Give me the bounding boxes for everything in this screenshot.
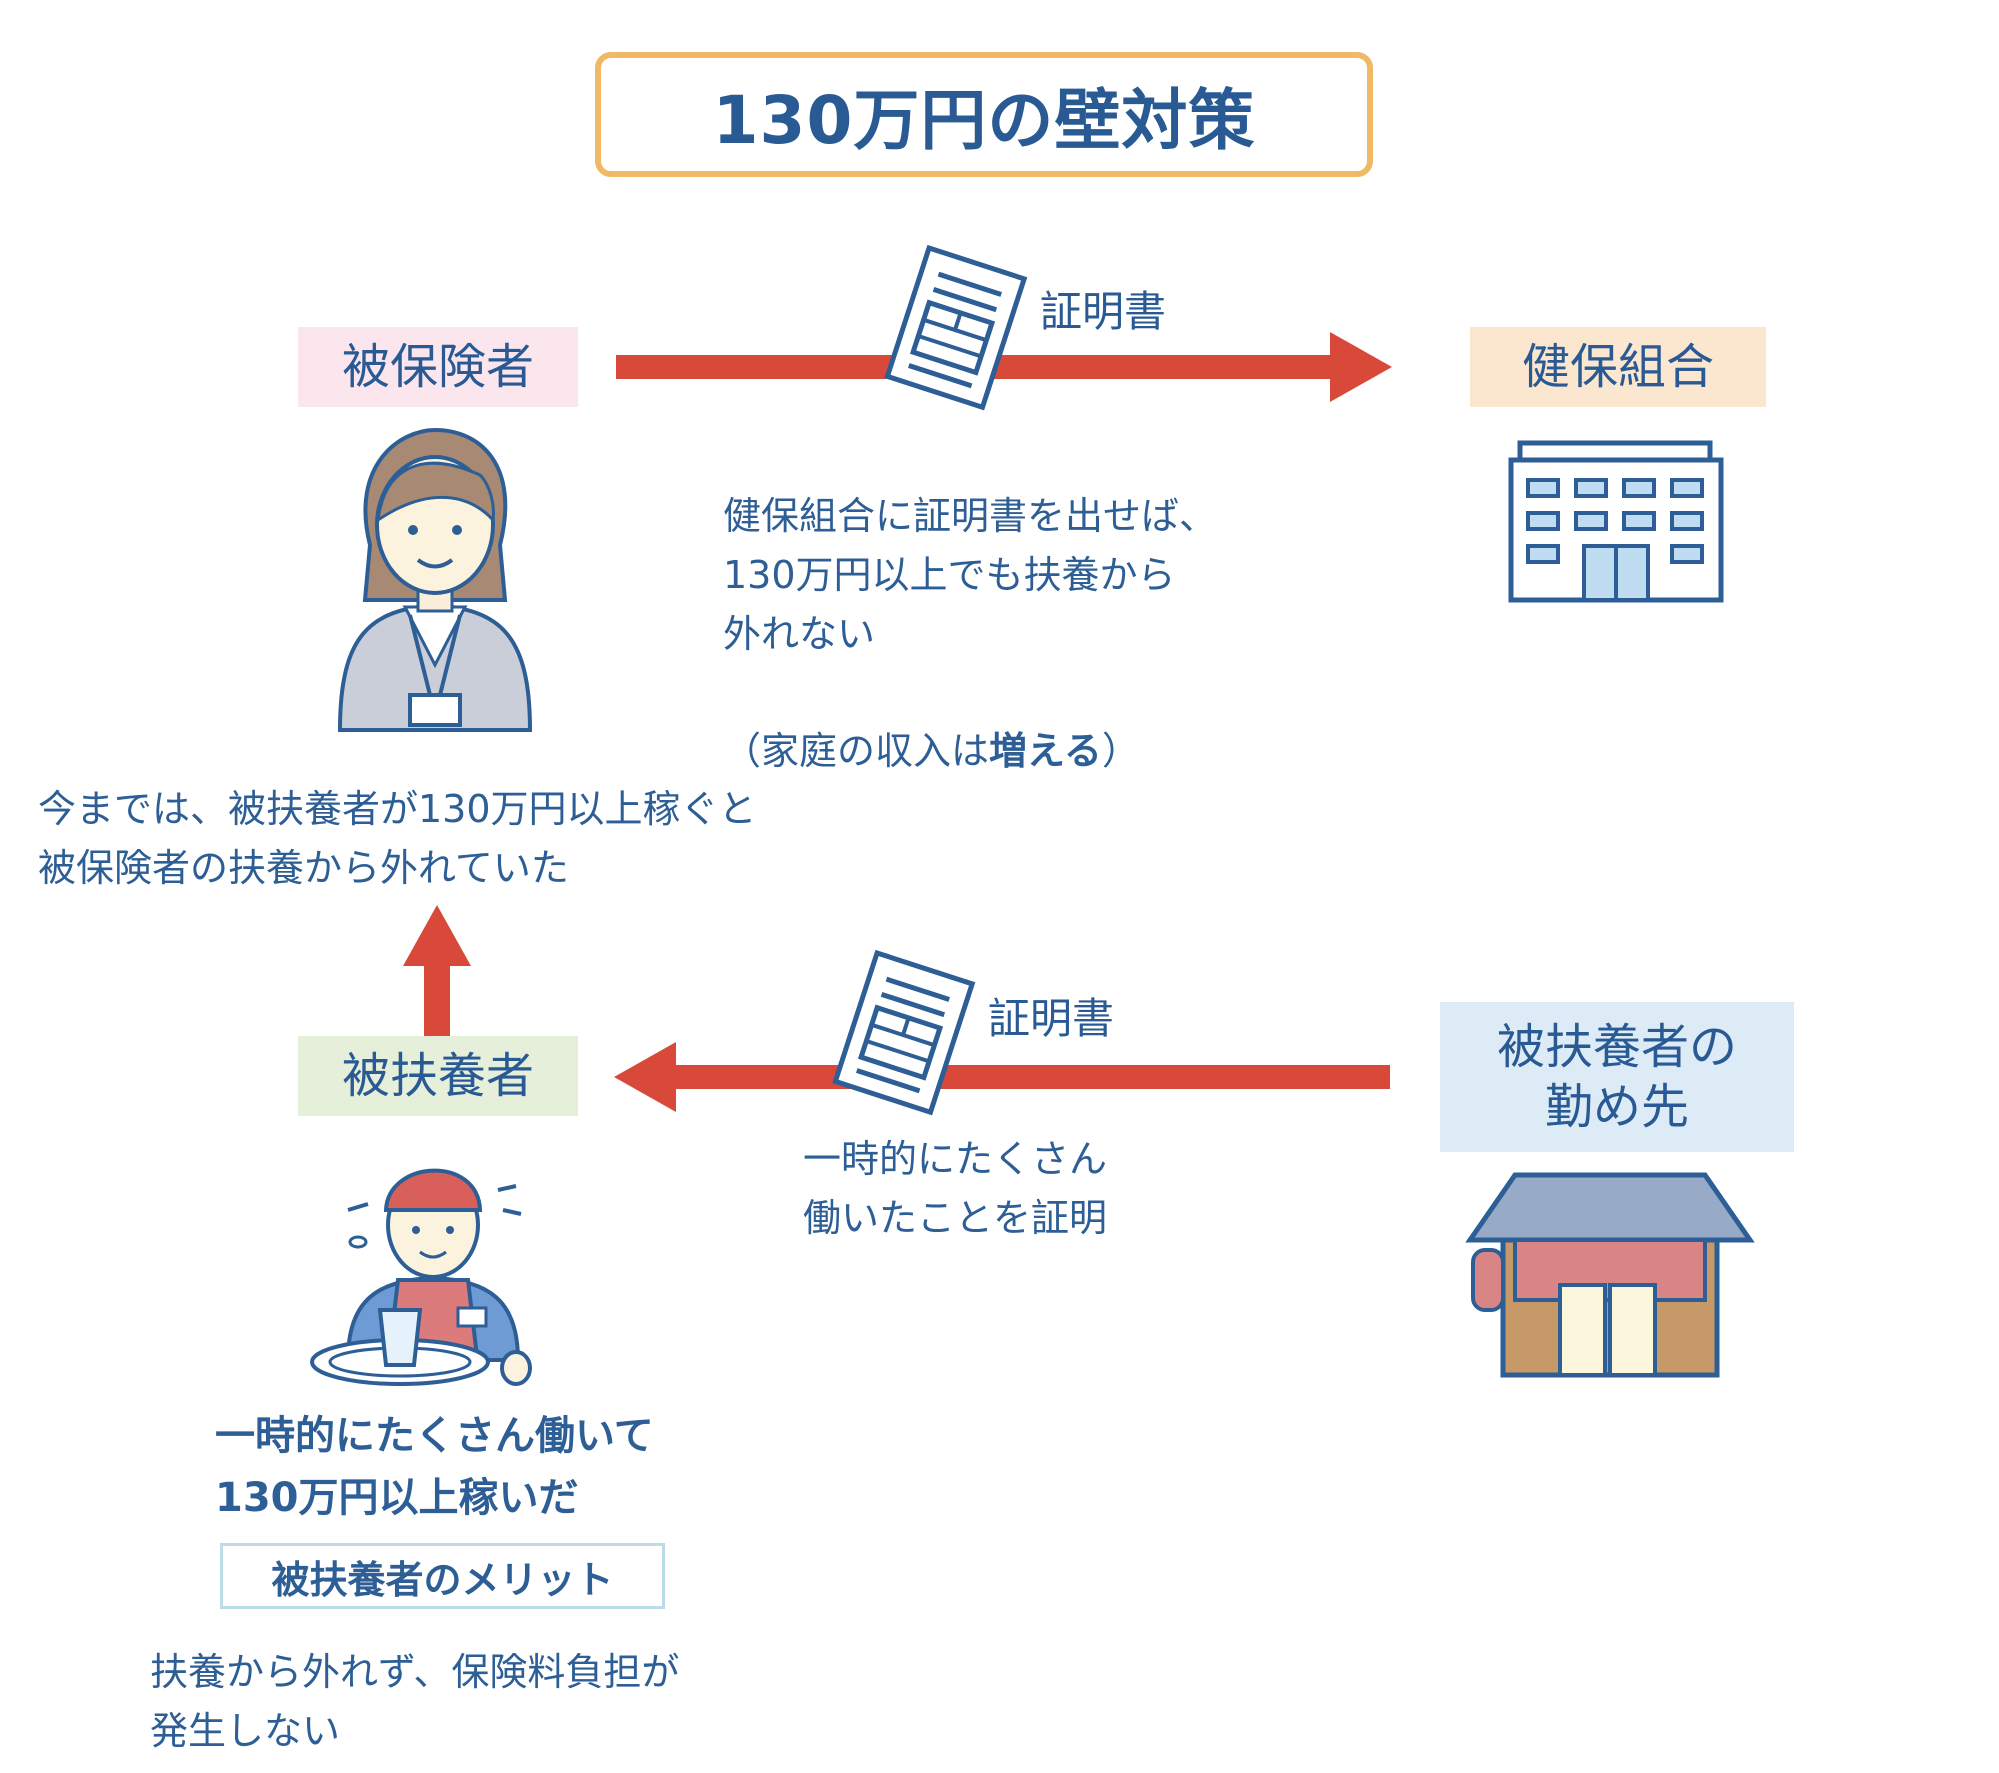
merit-text: 扶養から外れず、保険料負担が 発生しない	[150, 1650, 680, 1753]
top-center-caption: 健保組合に証明書を出せば、 130万円以上でも扶養から 外れない （家庭の収入は…	[723, 428, 1217, 840]
top-center-caption-note: （家庭の収入は増える）	[723, 722, 1217, 781]
waiter-icon	[310, 1168, 532, 1386]
node-insured: 被保険者	[298, 327, 578, 407]
dependent-status-caption: 一時的にたくさん働いて 130万円以上稼いだ	[215, 1413, 654, 1521]
bottom-certificate-label: 証明書	[988, 994, 1115, 1043]
office-woman-icon	[337, 427, 533, 732]
note-suffix: ）	[1101, 729, 1140, 774]
note-prefix: （家庭の収入は	[723, 729, 990, 774]
shop-icon	[1465, 1172, 1755, 1378]
node-dependent: 被扶養者	[298, 1036, 578, 1116]
document-icon	[832, 949, 976, 1116]
office-building-icon	[1508, 440, 1724, 603]
document-icon	[884, 244, 1028, 411]
node-workplace: 被扶養者の 勤め先	[1440, 1002, 1794, 1152]
note-emphasis: 増える	[989, 729, 1102, 774]
top-center-caption-main: 健保組合に証明書を出せば、 130万円以上でも扶養から 外れない	[723, 493, 1218, 656]
top-certificate-label: 証明書	[1040, 287, 1167, 336]
page-title: 130万円の壁対策	[595, 52, 1373, 177]
bottom-center-caption: 一時的にたくさん 働いたことを証明	[803, 1137, 1108, 1240]
left-middle-caption: 今までは、被扶養者が130万円以上稼ぐと 被保険者の扶養から外れていた	[38, 787, 757, 890]
node-health-union: 健保組合	[1470, 327, 1766, 407]
merit-title: 被扶養者のメリット	[220, 1543, 665, 1609]
